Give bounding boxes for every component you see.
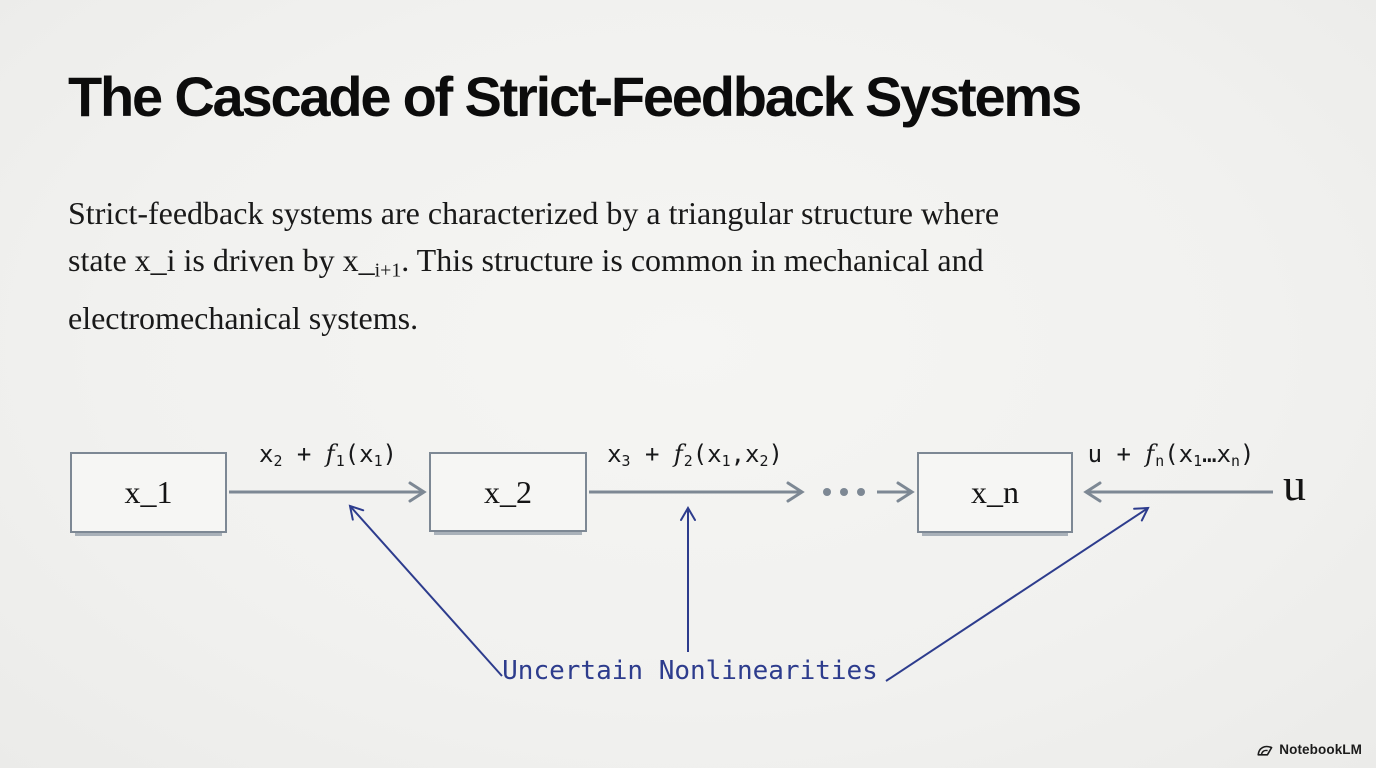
control-input-label: u xyxy=(1283,459,1306,510)
edge-equation-1: x2 + f1(x1) xyxy=(259,440,397,471)
state-box-x1: x_1 xyxy=(70,452,227,533)
state-box-label: x_1 xyxy=(124,474,173,510)
edge-equation-3: u + fn(x1…xn) xyxy=(1087,440,1255,471)
state-box-x2: x_2 xyxy=(429,452,587,532)
annotation-arrow-left xyxy=(348,504,503,677)
state-box-xn: x_n xyxy=(917,452,1073,533)
edge-equation-2: x3 + f2(x1,x2) xyxy=(607,440,783,471)
annotation-arrow-right xyxy=(885,506,1150,682)
intro-paragraph: Strict-feedback systems are characterize… xyxy=(68,190,999,342)
notebooklm-icon xyxy=(1257,743,1274,756)
paragraph-line: electromechanical systems. xyxy=(68,299,419,336)
page-title: The Cascade of Strict-Feedback Systems xyxy=(68,65,1082,128)
uncertain-nonlinearities-caption: Uncertain Nonlinearities xyxy=(502,656,878,686)
paragraph-line: Strict-feedback systems are characterize… xyxy=(68,195,1000,231)
state-box-label: x_2 xyxy=(484,473,532,510)
paragraph-line: state x_i is driven by x_i+1. This struc… xyxy=(68,242,984,282)
ellipsis-dots xyxy=(823,488,865,496)
footer-brand-text: NotebookLM xyxy=(1279,742,1362,757)
footer-brand: NotebookLM xyxy=(1257,742,1362,757)
state-box-label: x_n xyxy=(971,474,1019,510)
